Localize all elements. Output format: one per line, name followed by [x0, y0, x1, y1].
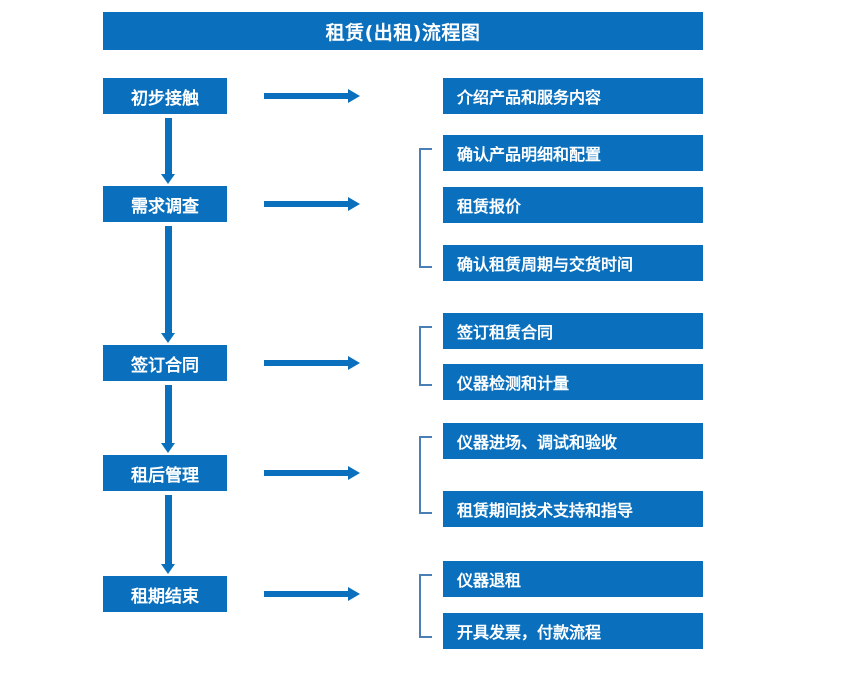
down-arrow-icon-1: [161, 118, 175, 184]
stage-box-demand-survey[interactable]: 需求调查: [103, 186, 227, 222]
down-arrow-icon-3: [161, 385, 175, 453]
detail-box-confirm-product-spec[interactable]: 确认产品明细和配置: [443, 135, 703, 171]
right-arrow-icon-1: [264, 89, 360, 103]
detail-box-tech-support[interactable]: 租赁期间技术支持和指导: [443, 491, 703, 527]
right-arrow-icon-5: [264, 587, 360, 601]
right-arrow-icon-2: [264, 197, 360, 211]
down-arrow-icon-2: [161, 226, 175, 343]
right-arrow-icon-4: [264, 466, 360, 480]
detail-box-instrument-return[interactable]: 仪器退租: [443, 561, 703, 597]
down-arrow-icon-4: [161, 495, 175, 574]
stage-box-sign-contract[interactable]: 签订合同: [103, 345, 227, 381]
stage-box-post-rent-mgmt[interactable]: 租后管理: [103, 455, 227, 491]
group-bracket-demand-survey: [419, 148, 432, 268]
group-bracket-lease-end: [419, 574, 432, 638]
detail-box-instrument-test[interactable]: 仪器检测和计量: [443, 364, 703, 400]
diagram-title: 租赁(出租)流程图: [103, 12, 703, 50]
stage-box-lease-end[interactable]: 租期结束: [103, 576, 227, 612]
detail-box-instrument-delivery[interactable]: 仪器进场、调试和验收: [443, 423, 703, 459]
detail-box-rental-quote[interactable]: 租赁报价: [443, 187, 703, 223]
right-arrow-icon-3: [264, 356, 360, 370]
detail-box-confirm-period[interactable]: 确认租赁周期与交货时间: [443, 245, 703, 281]
detail-box-intro-products[interactable]: 介绍产品和服务内容: [443, 78, 703, 114]
group-bracket-post-rent-mgmt: [419, 436, 432, 514]
group-bracket-sign-contract: [419, 326, 432, 386]
stage-box-initial-contact[interactable]: 初步接触: [103, 78, 227, 114]
detail-box-invoice-payment[interactable]: 开具发票，付款流程: [443, 613, 703, 649]
detail-box-sign-rental-contract[interactable]: 签订租赁合同: [443, 313, 703, 349]
